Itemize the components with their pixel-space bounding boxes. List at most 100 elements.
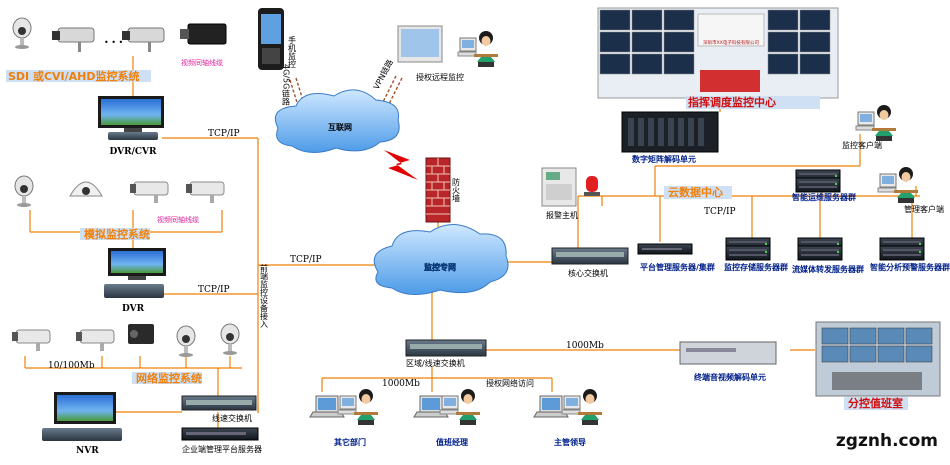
network-system-label: 网络监控系统	[136, 371, 202, 385]
platform-server-group	[637, 243, 693, 255]
private-net-cloud	[373, 224, 509, 295]
stream-server-group	[797, 237, 843, 261]
box-camera-icon	[180, 23, 227, 45]
area-switch-device	[405, 339, 487, 357]
auth-access-label: 授权网络访问	[486, 378, 534, 388]
nvr-device	[42, 392, 122, 441]
matrix-device	[621, 111, 719, 153]
watermark: zgznh.com	[836, 431, 938, 451]
sdi-system-label: SDI 或CVI/AHD监控系统	[8, 69, 140, 83]
bandwidth-1000-label-1: 1000Mb	[566, 341, 604, 351]
bullet-camera-icon	[75, 329, 115, 352]
dome-camera-icon	[12, 17, 32, 50]
internet-label: 互联网	[328, 122, 352, 132]
duty-manager-label: 值班经理	[436, 437, 468, 447]
duty-room-label: 分控值班室	[848, 396, 903, 410]
dvr-device	[104, 248, 166, 298]
analysis-servers-label: 智能分析预警服务器群	[870, 262, 950, 272]
client-duty-manager	[413, 388, 481, 426]
analog-system-label: 模拟监控系统	[84, 227, 150, 241]
tcp-ip-label-4: TCP/IP	[704, 207, 736, 217]
stream-servers-label: 流媒体转发服务器群	[792, 264, 864, 274]
internet-section: 手机监控 4G/5G链路 互联网 VPN链路 授权远程监控	[258, 8, 499, 153]
leader-label: 主管领导	[554, 437, 586, 447]
firewall-label: 防火墙	[452, 177, 461, 203]
internet-cloud	[274, 89, 400, 153]
analog-system-text: 模拟监控系统	[84, 227, 150, 241]
nvr-label: NVR	[76, 446, 99, 456]
command-center: 深圳市XX电子科技有限公司 指挥调度监控中心	[597, 7, 839, 109]
box-camera-icon	[52, 27, 95, 52]
duty-room-image	[815, 321, 941, 397]
line-switch-device	[181, 395, 257, 411]
box-camera-icon	[128, 324, 154, 344]
bullet-camera-icon	[129, 181, 169, 204]
sdi-system: • • • 视频同轴线缆 SDI 或CVI/AHD监控系统 DVR/CVR TC…	[6, 17, 240, 157]
monitor-client-1	[855, 104, 897, 142]
remote-label: 授权远程监控	[416, 72, 464, 82]
mgmt-client-label: 管理客户端	[904, 204, 944, 214]
front-access-label: 前端监控设备接入	[260, 263, 269, 328]
company-sign: 深圳市XX电子科技有限公司	[703, 39, 759, 46]
dvr-label: DVR	[122, 304, 145, 314]
connection-lines	[24, 56, 920, 428]
remote-client	[397, 25, 499, 68]
client-other-dept	[309, 388, 379, 426]
tcp-ip-label-1: TCP/IP	[208, 129, 240, 139]
mobile-label: 手机监控	[288, 35, 297, 69]
analog-system: 视频同轴线缆 模拟监控系统 DVR TCP/IP TCP/IP 前端监控设备接入	[14, 175, 322, 328]
dome-camera-icon	[69, 181, 103, 197]
line-switch-label: 线速交换机	[212, 413, 252, 423]
dvr-cvr-device	[98, 96, 164, 140]
dvr-cvr-label: DVR/CVR	[109, 147, 157, 157]
coax-label-1: 视频同轴线缆	[181, 58, 223, 67]
mgmt-server-device	[181, 427, 259, 441]
decoder-label: 终端音视频解码单元	[693, 372, 766, 382]
platform-servers-label: 平台管理服务器/集群	[640, 262, 715, 272]
cloud-dc-banner	[664, 186, 732, 199]
lightning-icon	[384, 150, 418, 180]
bandwidth-100-label: 10/100Mb	[48, 361, 95, 371]
video-wall	[599, 9, 831, 75]
mgmt-server-label: 企业端管理平台服务器	[182, 444, 262, 454]
analysis-server-group	[879, 237, 925, 261]
command-center-label: 指挥调度监控中心	[688, 95, 776, 109]
bullet-camera-icon	[185, 181, 225, 204]
network-system-banner	[132, 372, 202, 384]
private-net-label: 监控专网	[424, 262, 456, 272]
core-switch-label: 核心交换机	[568, 268, 608, 278]
mobile-phone-icon	[258, 8, 284, 70]
analog-system-banner	[80, 228, 150, 240]
cloud-dc-label: 云数据中心	[668, 185, 723, 199]
matrix-label: 数字矩阵解码单元	[632, 154, 696, 164]
firewall-device	[425, 157, 451, 223]
area-switch-label: 区域/线速交换机	[406, 358, 465, 368]
coax-label-2: 视频同轴线缆	[157, 215, 199, 224]
core-switch-device	[551, 247, 629, 265]
mobile-net-label: 4G/5G链路	[282, 64, 291, 105]
storage-server-group	[725, 237, 771, 261]
storage-servers-label: 监控存储服务器群	[724, 262, 788, 272]
speed-dome-camera-icon	[220, 323, 240, 356]
ops-servers-label: 智能运维服务器群	[792, 192, 856, 202]
alarm-host-device	[541, 167, 600, 207]
alarm-host-label: 报警主机	[546, 210, 578, 220]
bullet-camera-icon	[11, 329, 51, 352]
monitor-client-1-label: 监控客户端	[842, 140, 882, 150]
speed-dome-camera-icon	[14, 175, 34, 208]
sdi-system-banner	[6, 70, 151, 82]
duty-room-banner	[844, 397, 908, 410]
other-dept-label: 其它部门	[334, 437, 366, 447]
mgmt-client	[877, 166, 919, 204]
tcp-ip-label-2: TCP/IP	[198, 285, 230, 295]
network-system: 10/100Mb 网络监控系统 NVR 线速交换机 企业端管理平台服务器	[11, 323, 262, 456]
decoder-device	[679, 341, 777, 365]
dome-camera-icon	[176, 325, 196, 358]
ellipsis-icon: • • •	[104, 38, 123, 47]
box-camera-icon	[122, 27, 165, 52]
tcp-ip-label-3: TCP/IP	[290, 255, 322, 265]
bandwidth-1000-label-2: 1000Mb	[382, 379, 420, 389]
client-leader	[533, 388, 603, 426]
